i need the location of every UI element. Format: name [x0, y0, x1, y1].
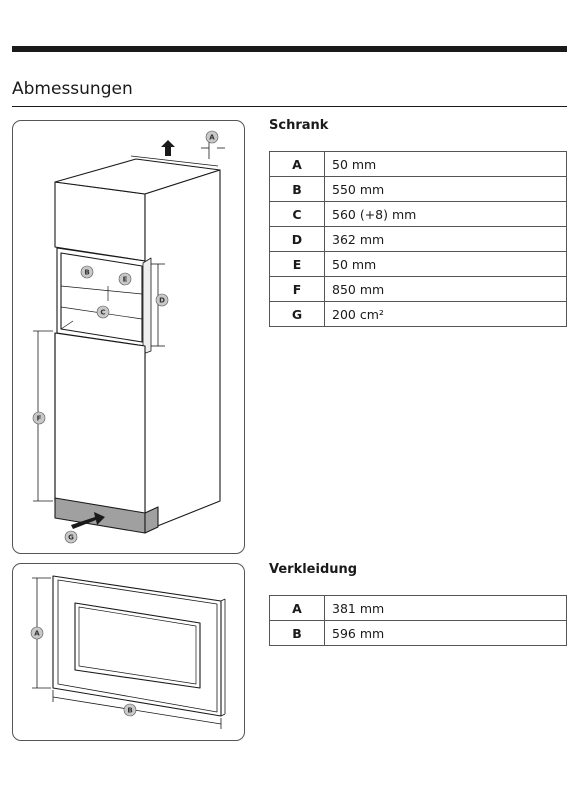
dimension-value: 560 (+8) mm	[324, 201, 567, 227]
top-rule	[12, 46, 567, 52]
svg-text:E: E	[123, 276, 128, 284]
dimension-key: D	[269, 226, 325, 252]
dimension-key: E	[269, 251, 325, 277]
trim-heading: Verkleidung	[269, 562, 358, 577]
dimension-key: A	[269, 595, 325, 621]
trim-diagram-panel: A B	[12, 563, 245, 741]
dimension-value: 50 mm	[324, 251, 567, 277]
cabinet-diagram: A B E C D F G	[32, 130, 225, 544]
dimension-value: 200 cm²	[324, 301, 567, 327]
dimension-key: B	[269, 176, 325, 202]
cabinet-diagram-panel: A B E C D F G	[12, 120, 245, 554]
dimension-key: F	[269, 276, 325, 302]
diagram-label-b: B	[80, 265, 94, 279]
dimension-value: 50 mm	[324, 151, 567, 177]
diagram-label-g: G	[64, 530, 78, 544]
page-title: Abmessungen	[12, 79, 133, 99]
diagram-label-c: C	[96, 305, 110, 319]
dimension-key: B	[269, 620, 325, 646]
diagram-label-f: F	[32, 411, 46, 425]
air-outlet-arrow-icon	[161, 140, 175, 156]
svg-text:B: B	[84, 269, 89, 277]
title-rule	[12, 106, 567, 107]
svg-text:F: F	[37, 415, 42, 423]
svg-text:A: A	[34, 630, 40, 638]
dimension-value: 596 mm	[324, 620, 567, 646]
air-inlet-arrow-icon	[71, 512, 105, 529]
dimension-value: 362 mm	[324, 226, 567, 252]
svg-text:D: D	[159, 297, 165, 305]
dimension-key: G	[269, 301, 325, 327]
cabinet-heading: Schrank	[269, 118, 329, 133]
svg-text:G: G	[68, 534, 74, 542]
dimension-value: 850 mm	[324, 276, 567, 302]
dimension-value: 381 mm	[324, 595, 567, 621]
svg-text:C: C	[100, 309, 105, 317]
svg-text:A: A	[209, 134, 215, 142]
diagram-label-d: D	[155, 293, 169, 307]
diagram-label-e: E	[118, 272, 132, 286]
svg-text:B: B	[127, 707, 132, 715]
dimension-key: C	[269, 201, 325, 227]
trim-diagram: A B	[30, 575, 226, 729]
dimension-value: 550 mm	[324, 176, 567, 202]
trim-label-b: B	[123, 703, 137, 717]
trim-label-a: A	[30, 626, 44, 640]
dimension-key: A	[269, 151, 325, 177]
diagram-label-a: A	[205, 130, 219, 144]
